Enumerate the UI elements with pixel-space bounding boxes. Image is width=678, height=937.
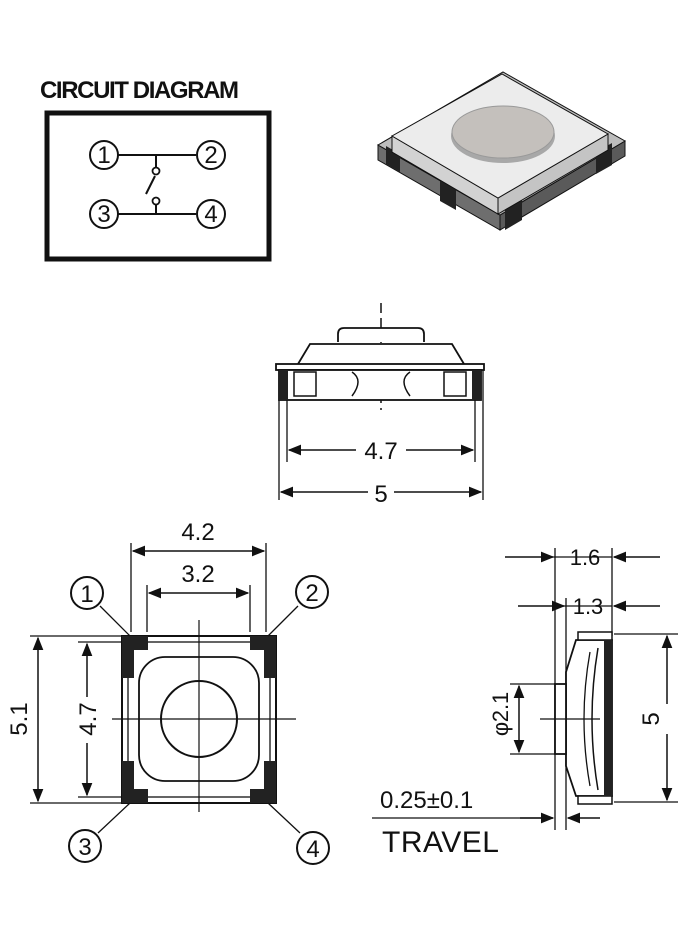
front-dim-outer: 5 [374,481,387,508]
svg-text:1: 1 [97,142,110,169]
circuit-frame [44,110,272,262]
svg-text:1: 1 [80,581,93,608]
side-dim-plunger-label: φ 2.1 [488,692,513,736]
front-contact-left [351,371,359,397]
side-dim-mask-height [642,704,668,734]
side-bottom-plate [577,795,613,805]
switch-3d-illustration [377,71,626,231]
front-terminal-left [279,370,288,400]
svg-text:2: 2 [305,580,318,607]
top-terminal-1 [122,636,148,678]
top-terminal-2 [250,636,276,678]
top-pin-4: 4 [267,802,330,865]
front-window-right [443,371,467,397]
switch-contact-top [151,166,161,176]
svg-text:4: 4 [306,836,319,863]
top-pin-3: 3 [68,802,131,863]
front-dim-inner: 4.7 [364,438,397,465]
svg-text:2: 2 [204,142,217,169]
side-view: 1.6 1.3 φ 2.1 5 0.25±0.1 [372,545,678,859]
side-dim-plunger-prefix: φ [488,722,513,736]
top-pin-1: 1 [70,576,131,637]
circuit-title: CIRCUIT DIAGRAM [40,77,238,104]
svg-text:3: 3 [97,201,110,228]
top-dim-width-inner: 3.2 [181,561,214,588]
circuit-diagram: CIRCUIT DIAGRAM 1 2 3 4 [40,77,272,262]
side-base-terminal [604,640,612,796]
front-dim-mask-outer [368,479,394,505]
top-terminal-3 [122,761,148,803]
side-travel-value: 0.25±0.1 [380,787,473,814]
svg-text:3: 3 [78,834,91,861]
side-dim-plunger: 2.1 [488,692,513,723]
side-dim-body: 1.3 [573,594,604,619]
front-plunger [337,327,425,342]
switch-lever [145,175,156,195]
front-window-left [293,371,317,397]
side-top-plate [577,631,613,641]
top-dim-mask-height-inner [74,697,100,743]
front-view: 4.7 5 [275,303,485,508]
side-dim-height: 5 [638,712,665,725]
switch-contact-bottom [151,196,161,206]
top-pin-2: 2 [267,575,329,637]
side-travel-label: TRAVEL [382,826,499,859]
front-terminal-right [472,370,481,400]
circuit-pin-3: 3 [89,199,119,229]
circuit-pin-4: 4 [196,199,226,229]
top-dim-height-inner: 4.7 [75,702,102,735]
top-dim-height-outer: 5.1 [6,702,33,735]
front-housing-dome [297,343,465,365]
front-dim-mask-inner [356,436,406,462]
front-contact-right [403,371,411,397]
side-dim-total: 1.6 [570,545,601,570]
top-terminal-4 [250,761,276,803]
plunger-top [451,105,555,159]
circuit-pin-1: 1 [89,140,119,170]
circuit-pin-2: 2 [196,140,226,170]
svg-text:4: 4 [204,201,217,228]
top-view: 4.2 3.2 5.1 4.7 1 [6,519,330,865]
top-dim-width-outer: 4.2 [181,519,214,546]
